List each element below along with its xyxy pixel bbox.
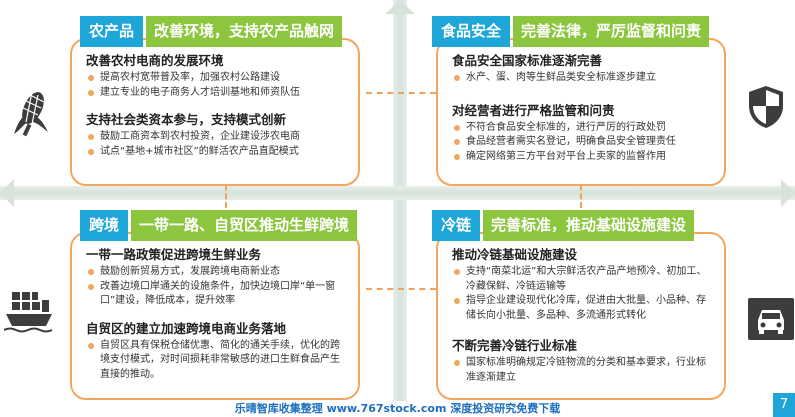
bullet-item: 自贸区具有保税仓储优惠、简化的通关手续，优化的跨境支付模式，对时间损耗非常敏感的… [86,339,348,383]
bullet-item: 改善边境口岸通关的设施条件，加快边境口岸“单一窗口”建设，降低成本，提升效率 [86,280,348,309]
section-fs-2: 对经营者进行严格监管和问责 不符合食品安全标准的，进行严厉的行政处罚 食品经营者… [452,100,714,165]
tag-label: 食品安全 [432,16,511,47]
connector-left [225,176,227,208]
panel-cold-chain: 推动冷链基础设施建设 支持“南菜北运”和大宗鲜活农产品产地预冷、初加工、冷藏保鲜… [436,232,726,400]
section-heading: 对经营者进行严格监管和问责 [452,102,615,118]
section-heading: 改善农村电商的发展环境 [86,53,224,68]
header-cold-chain: 冷链 完善标准，推动基础设施建设 [432,210,695,241]
bullet-item: 提高农村宽带普及率，加强农村公路建设 [86,71,348,86]
section-heading: 自贸区的建立加速跨境电商业务落地 [86,320,287,336]
section-cc-2: 不断完善冷链行业标准 国家标准明确规定冷链物流的分类和基本要求，行业标准逐渐建立 [452,335,714,385]
bullet-item: 食品经营者需实名登记，明确食品安全管理责任 [452,135,714,150]
section-ag-2: 支持社会类资本参与，支持模式创新 鼓励工商资本到农村投资，企业建设涉农电商 试点… [86,109,348,159]
bullet-item: 支持“南菜北运”和大宗鲜活农产品产地预冷、初加工、冷藏保鲜、冷链运输等 [452,265,714,294]
panel-food-safety: 食品安全国家标准逐渐完善 水产、蛋、肉等生鲜品类安全标准逐步建立 对经营者进行严… [436,38,726,186]
bullet-item: 指导企业建设现代化冷库，促进由大批量、小品种、存储长向小批量、多品种、多流通形式… [452,294,714,323]
bullet-item: 确定网络第三方平台对平台上卖家的监督作用 [452,150,714,165]
bullet-item: 建立专业的电子商务人才培训基地和师资队伍 [86,86,348,101]
bullet-item: 鼓励工商资本到农村投资，企业建设涉农电商 [86,130,348,145]
panel-cross-border: 一带一路政策促进跨境生鲜业务 鼓励创新贸易方式，发展跨境电商新业态 改善边境口岸… [70,232,360,400]
cargo-ship-icon [3,288,54,338]
section-cb-1: 一带一路政策促进跨境生鲜业务 鼓励创新贸易方式，发展跨境电商新业态 改善边境口岸… [86,244,348,309]
section-ag-1: 改善农村电商的发展环境 提高农村宽带普及率，加强农村公路建设 建立专业的电子商务… [86,50,348,100]
horizontal-axis [0,186,795,200]
section-fs-1: 食品安全国家标准逐渐完善 水产、蛋、肉等生鲜品类安全标准逐步建立 [452,50,714,86]
header-title: 一带一路、自贸区推动生鲜跨境 [131,210,358,241]
section-heading: 支持社会类资本参与，支持模式创新 [86,112,287,127]
shield-icon [747,84,785,134]
header-title: 完善法律，严厉监督和问责 [513,16,710,47]
connector-bottom [366,288,436,290]
panel-agriculture: 改善农村电商的发展环境 提高农村宽带普及率，加强农村公路建设 建立专业的电子商务… [70,38,360,186]
bullet-item: 试点“基地+城市社区”的鲜活农产品直配模式 [86,145,348,160]
header-agriculture: 农产品 改善环境，支持农产品触网 [80,16,343,47]
arrow-right [781,179,795,207]
bullet-item: 国家标准明确规定冷链物流的分类和基本要求，行业标准逐渐建立 [452,356,714,385]
section-heading: 食品安全国家标准逐渐完善 [452,53,603,68]
arrow-left [0,179,14,207]
header-title: 完善标准，推动基础设施建设 [483,210,695,241]
page-number: 7 [773,393,795,417]
section-cb-2: 自贸区的建立加速跨境电商业务落地 自贸区具有保税仓储优惠、简化的通关手续，优化的… [86,318,348,383]
section-cc-1: 推动冷链基础设施建设 支持“南菜北运”和大宗鲜活农产品产地预冷、初加工、冷藏保鲜… [452,244,714,323]
tag-label: 跨境 [80,210,129,241]
tag-label: 农产品 [80,16,144,47]
corn-icon [8,86,54,142]
footer-watermark: 乐晴智库收集整理 www.767stock.com 深度投资研究免费下载 [0,401,795,417]
section-heading: 不断完善冷链行业标准 [452,338,578,353]
header-food-safety: 食品安全 完善法律，严厉监督和问责 [432,16,710,47]
arrow-up [385,0,415,14]
connector-top [366,92,436,94]
connector-right [580,176,582,208]
header-title: 改善环境，支持农产品触网 [146,16,343,47]
section-heading: 推动冷链基础设施建设 [452,247,578,262]
bullet-item: 水产、蛋、肉等生鲜品类安全标准逐步建立 [452,71,714,86]
bullet-item: 鼓励创新贸易方式，发展跨境电商新业态 [86,265,348,280]
bullet-item: 不符合食品安全标准的，进行严厉的行政处罚 [452,121,714,136]
tag-label: 冷链 [432,210,481,241]
section-heading: 一带一路政策促进跨境生鲜业务 [86,247,262,262]
vertical-axis [393,0,407,417]
header-cross-border: 跨境 一带一路、自贸区推动生鲜跨境 [80,210,358,241]
truck-icon [748,298,794,344]
